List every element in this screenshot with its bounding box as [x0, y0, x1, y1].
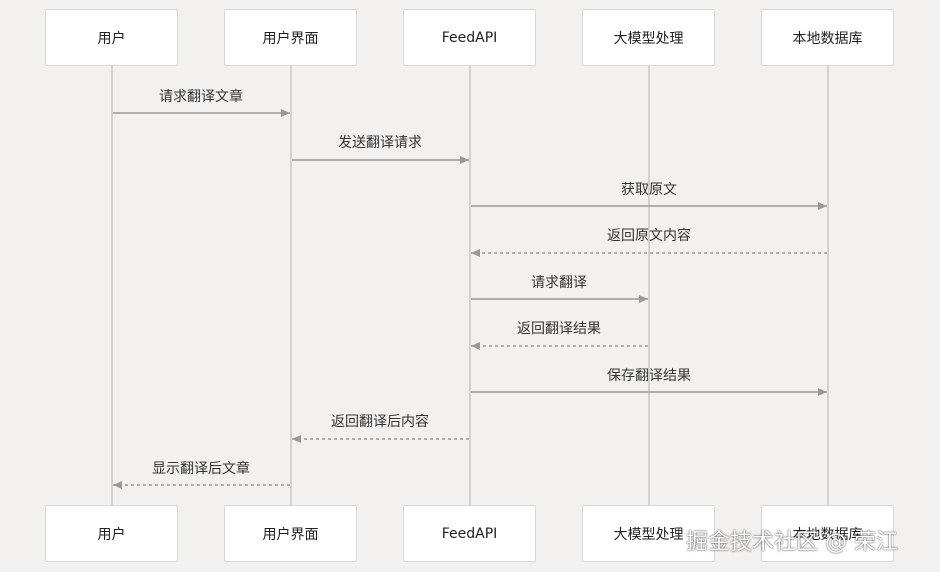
message-label: 获取原文 — [621, 182, 677, 198]
participant-llm-top: 大模型处理 — [582, 9, 715, 66]
participant-api-top: FeedAPI — [403, 9, 536, 66]
watermark: 掘金技术社区 @ 荣江 — [686, 530, 898, 555]
message-label: 显示翻译后文章 — [152, 461, 250, 477]
message-label: 返回翻译后内容 — [331, 414, 429, 430]
participant-user-bottom: 用户 — [45, 505, 178, 562]
message-label: 请求翻译文章 — [159, 89, 243, 105]
participant-ui-bottom: 用户界面 — [224, 505, 357, 562]
message-label: 发送翻译请求 — [338, 135, 422, 151]
message-label: 请求翻译 — [531, 275, 587, 291]
participant-db-bottom: 本地数据库 — [761, 505, 894, 562]
message-label: 返回原文内容 — [607, 228, 691, 244]
participant-user-top: 用户 — [45, 9, 178, 66]
participant-llm-bottom: 大模型处理 — [582, 505, 715, 562]
participant-ui-top: 用户界面 — [224, 9, 357, 66]
participant-api-bottom: FeedAPI — [403, 505, 536, 562]
message-label: 保存翻译结果 — [607, 368, 691, 384]
message-label: 返回翻译结果 — [517, 321, 601, 337]
participant-db-top: 本地数据库 — [761, 9, 894, 66]
